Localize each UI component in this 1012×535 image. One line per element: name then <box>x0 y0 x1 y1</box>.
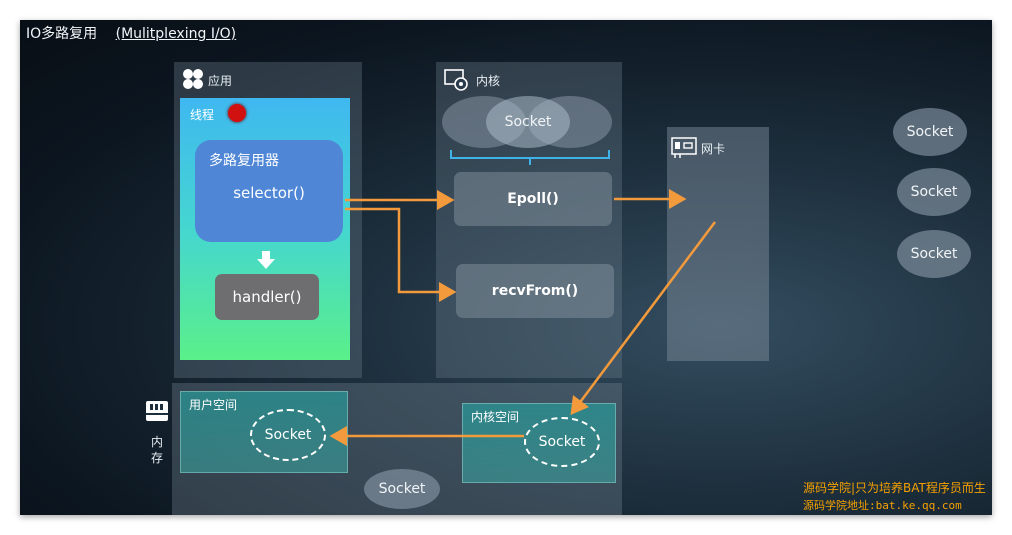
epoll-label: Epoll() <box>507 191 559 207</box>
kernel-space-label: 内核空间 <box>471 410 520 424</box>
kernel-panel: 内核 Socket Epoll() recvFrom() <box>436 62 622 378</box>
handler-label: handler() <box>232 288 302 306</box>
presentation-slide: IO多路复用 (Mulitplexing I/O) 应用 线程 多路复用器 se… <box>20 20 992 515</box>
network-card-icon <box>671 137 697 159</box>
user-space-socket: Socket <box>250 409 326 461</box>
memory-socket: Socket <box>364 469 440 509</box>
flow-arrows <box>329 189 717 446</box>
memory-icon <box>144 398 170 424</box>
network-card-panel: 网卡 <box>667 127 769 361</box>
network-card-label: 网卡 <box>701 142 726 156</box>
external-socket-1-label: Socket <box>906 124 954 140</box>
kernel-label: 内核 <box>476 74 501 88</box>
thread-indicator-dot <box>228 104 246 122</box>
selector-to-recvfrom-arrow <box>345 207 457 302</box>
thread-label: 线程 <box>190 108 215 122</box>
socket-group-bracket <box>450 150 610 166</box>
down-arrow-icon <box>256 250 276 270</box>
external-socket-2: Socket <box>897 168 971 216</box>
multiplexer-label: 多路复用器 <box>209 153 279 169</box>
multiplexer-box: 多路复用器 selector() <box>195 140 343 242</box>
kernel-space-socket-label: Socket <box>538 434 586 450</box>
slide-title: IO多路复用 (Mulitplexing I/O) <box>26 23 236 43</box>
kernel-icon <box>444 68 470 92</box>
app-icon <box>182 68 204 90</box>
external-socket-1: Socket <box>893 108 967 156</box>
memory-label-line1: 内 <box>150 435 163 449</box>
external-socket-3-label: Socket <box>910 246 958 262</box>
memory-label: 内 存 <box>150 434 164 466</box>
app-label: 应用 <box>208 74 233 88</box>
watermark: 源码学院|只为培养BAT程序员而生 源码学院地址:bat.ke.qq.com <box>803 479 992 515</box>
epoll-box: Epoll() <box>454 172 612 226</box>
thread-area: 线程 多路复用器 selector() handler() <box>180 98 350 360</box>
kernel-socket-label: Socket <box>504 114 552 130</box>
subtitle-text: (Mulitplexing I/O) <box>115 26 237 42</box>
user-space-socket-label: Socket <box>264 427 312 443</box>
external-socket-2-label: Socket <box>910 184 958 200</box>
memory-label-line2: 存 <box>150 451 163 465</box>
handler-box: handler() <box>215 274 319 320</box>
kernel-space-socket: Socket <box>524 417 600 467</box>
recvfrom-box: recvFrom() <box>456 264 614 318</box>
title-text: IO多路复用 <box>26 26 98 42</box>
memory-panel: 用户空间 内核空间 Socket Socket Socket <box>172 383 622 515</box>
external-socket-3: Socket <box>897 230 971 278</box>
selector-label: selector() <box>233 184 305 202</box>
user-space-label: 用户空间 <box>189 398 238 412</box>
application-panel: 应用 线程 多路复用器 selector() handler() <box>174 62 362 378</box>
nic-to-kernel-space-arrow <box>570 221 717 416</box>
recvfrom-label: recvFrom() <box>491 283 579 299</box>
watermark-line2: 源码学院地址:bat.ke.qq.com <box>803 499 962 512</box>
memory-socket-label: Socket <box>378 481 426 497</box>
kernel-socket-ellipse: Socket <box>486 96 570 148</box>
watermark-line1: 源码学院|只为培养BAT程序员而生 <box>803 481 986 495</box>
